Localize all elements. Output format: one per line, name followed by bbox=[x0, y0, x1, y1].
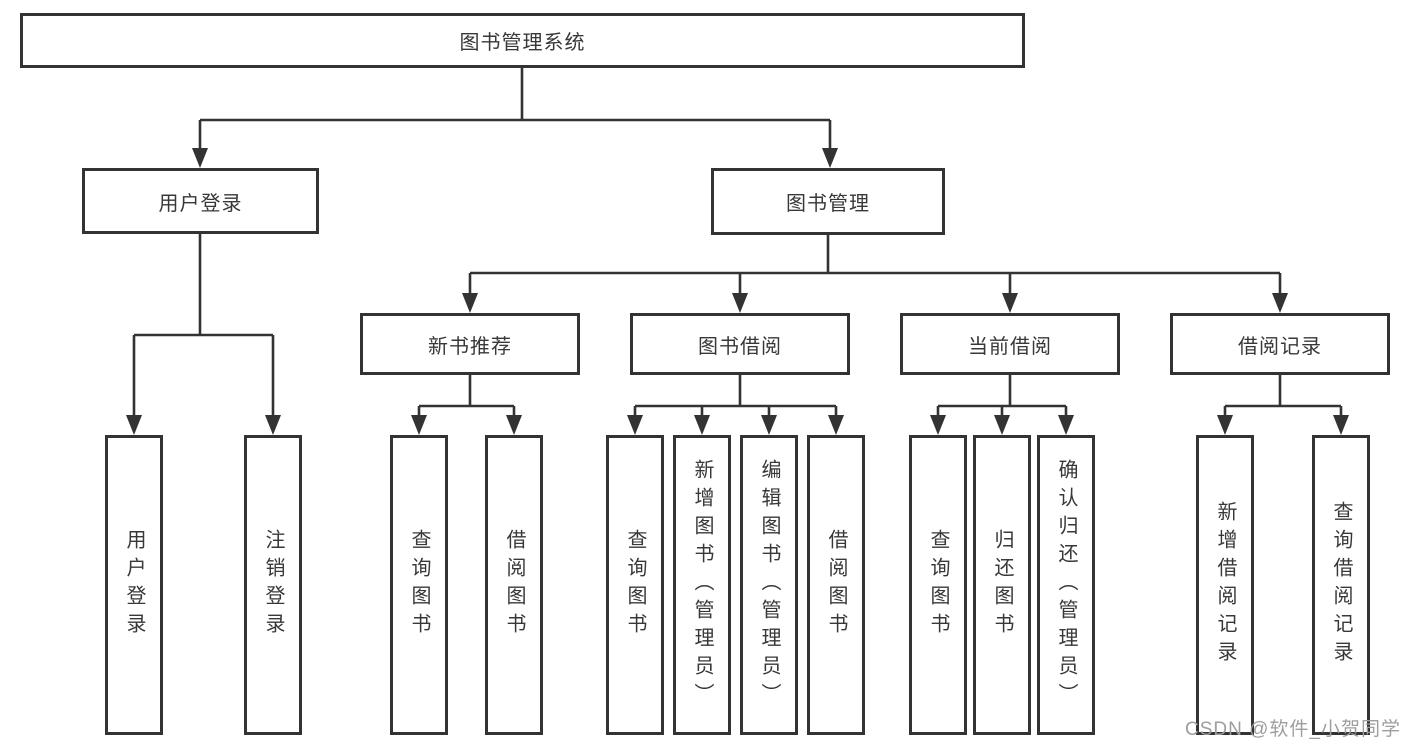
leaf-query-books-current: 查询图书 bbox=[909, 435, 967, 735]
leaf-edit-books-admin: 编辑图书（管理员） bbox=[740, 435, 798, 735]
leaf-borrow-books: 借阅图书 bbox=[807, 435, 865, 735]
node-new-book-recommend: 新书推荐 bbox=[360, 313, 580, 375]
leaf-add-books-admin: 新增图书（管理员） bbox=[673, 435, 731, 735]
leaf-return-books: 归还图书 bbox=[973, 435, 1031, 735]
leaf-return-books-label: 归还图书 bbox=[991, 529, 1013, 641]
leaf-logout-label: 注销登录 bbox=[262, 529, 284, 641]
node-new-book-recommend-label: 新书推荐 bbox=[428, 335, 512, 358]
csdn-watermark: CSDN @软件_小贺同学 bbox=[1185, 719, 1401, 740]
leaf-borrow-books-label: 借阅图书 bbox=[825, 529, 847, 641]
leaf-query-borrow-record: 查询借阅记录 bbox=[1312, 435, 1370, 735]
node-current-borrowing-label: 当前借阅 bbox=[968, 335, 1052, 358]
leaf-query-books-recommend-label: 查询图书 bbox=[408, 529, 430, 641]
node-borrow-records-label: 借阅记录 bbox=[1238, 335, 1322, 358]
node-library-system: 图书管理系统 bbox=[20, 13, 1025, 68]
node-user-login-label: 用户登录 bbox=[158, 192, 243, 215]
node-book-borrowing-label: 图书借阅 bbox=[698, 335, 782, 358]
node-borrow-records: 借阅记录 bbox=[1170, 313, 1390, 375]
leaf-query-books-borrowing-label: 查询图书 bbox=[624, 529, 646, 641]
leaf-query-borrow-record-label: 查询借阅记录 bbox=[1330, 501, 1352, 669]
leaf-borrow-books-recommend-label: 借阅图书 bbox=[503, 529, 525, 641]
leaf-query-books-current-label: 查询图书 bbox=[927, 529, 949, 641]
node-book-borrowing: 图书借阅 bbox=[630, 313, 850, 375]
leaf-add-borrow-record-label: 新增借阅记录 bbox=[1214, 501, 1236, 669]
node-book-management: 图书管理 bbox=[711, 168, 945, 235]
leaf-borrow-books-recommend: 借阅图书 bbox=[485, 435, 543, 735]
leaf-add-books-admin-label: 新增图书（管理员） bbox=[691, 459, 713, 711]
leaf-confirm-return-admin: 确认归还（管理员） bbox=[1037, 435, 1095, 735]
leaf-add-borrow-record: 新增借阅记录 bbox=[1196, 435, 1254, 735]
leaf-edit-books-admin-label: 编辑图书（管理员） bbox=[758, 459, 780, 711]
leaf-user-login-label: 用户登录 bbox=[123, 529, 145, 641]
node-user-login: 用户登录 bbox=[82, 168, 319, 234]
leaf-query-books-borrowing: 查询图书 bbox=[606, 435, 664, 735]
leaf-confirm-return-admin-label: 确认归还（管理员） bbox=[1055, 459, 1077, 711]
node-library-system-label: 图书管理系统 bbox=[459, 32, 586, 54]
leaf-query-books-recommend: 查询图书 bbox=[390, 435, 448, 735]
leaf-logout: 注销登录 bbox=[244, 435, 302, 735]
node-book-management-label: 图书管理 bbox=[786, 193, 870, 215]
leaf-user-login: 用户登录 bbox=[105, 435, 163, 735]
node-current-borrowing: 当前借阅 bbox=[900, 313, 1120, 375]
